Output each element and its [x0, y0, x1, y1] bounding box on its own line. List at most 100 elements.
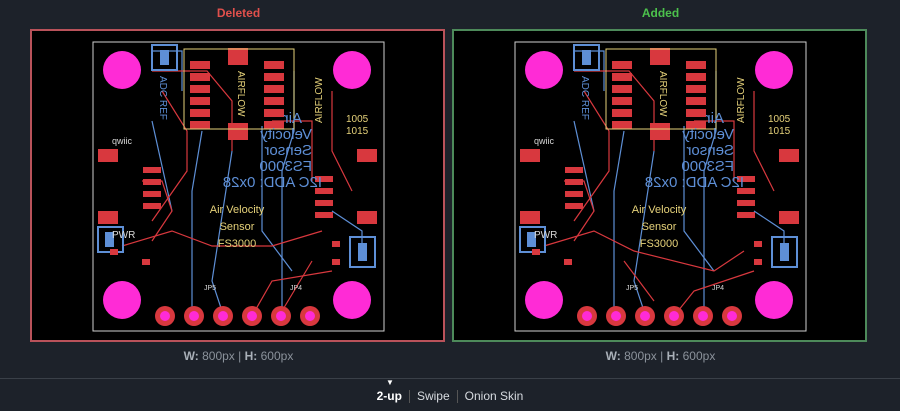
led-pad	[754, 241, 762, 247]
mode-separator	[408, 390, 410, 404]
led-pad	[332, 259, 340, 265]
component-pad	[565, 203, 583, 209]
led-pad	[332, 241, 340, 247]
vertical-label: AIRFLOW	[657, 71, 668, 117]
back-trace	[281, 71, 295, 311]
component-pad	[565, 167, 583, 173]
height-value: 600px	[260, 349, 294, 363]
ic-pad	[612, 85, 632, 93]
smd-pad	[779, 211, 799, 224]
front-trace	[694, 120, 735, 181]
mirrored-text: I2C ADD: 0x28	[223, 174, 322, 191]
header-pin-hole	[582, 311, 592, 321]
jumper-pad	[780, 243, 789, 261]
header-pin-hole	[727, 311, 737, 321]
ic-pad	[612, 73, 632, 81]
led-pad	[564, 259, 572, 265]
mounting-hole-pad	[755, 281, 793, 319]
connector-label: JP5	[626, 285, 638, 292]
added-label: Added	[641, 6, 680, 20]
mirrored-text: Sensor	[264, 142, 312, 159]
mirrored-text: Air	[284, 110, 302, 127]
header-pin-hole	[305, 311, 315, 321]
smd-pad	[228, 48, 248, 65]
mirrored-text: FS3000	[681, 158, 734, 175]
smd-pad	[520, 211, 540, 224]
ic-pad	[612, 61, 632, 69]
ic-pad	[612, 109, 632, 117]
front-trace	[543, 230, 745, 272]
ic-pad	[264, 121, 284, 129]
mounting-hole-pad	[103, 51, 141, 89]
smd-pad	[357, 211, 377, 224]
led-pad	[110, 249, 118, 255]
jumper-pad	[527, 232, 536, 247]
header-pin-hole	[160, 311, 170, 321]
back-trace	[261, 126, 293, 272]
mounting-hole-pad	[333, 51, 371, 89]
silk-title: Sensor	[642, 221, 677, 233]
smd-pad	[98, 211, 118, 224]
silk-number: 1015	[346, 126, 369, 137]
back-trace	[151, 120, 173, 212]
jumper-block	[771, 236, 798, 268]
width-label: W:	[605, 349, 621, 363]
ic-pad	[190, 61, 210, 69]
height-label: H:	[666, 349, 680, 363]
mode-onion-skin[interactable]: Onion Skin	[464, 389, 524, 403]
ic-pad	[264, 61, 284, 69]
connector-label: JP4	[712, 285, 724, 292]
ic-pad	[264, 109, 284, 117]
header-pin-hole	[276, 311, 286, 321]
ic-pad	[190, 73, 210, 81]
component-pad	[315, 176, 333, 182]
connector-label: JP4	[290, 285, 302, 292]
board-outline	[514, 41, 807, 332]
back-trace	[703, 71, 717, 311]
ic-pad	[264, 73, 284, 81]
ic-pad	[686, 61, 706, 69]
back-trace	[211, 150, 233, 312]
connector-label: JP5	[204, 285, 216, 292]
component-pad	[737, 212, 755, 218]
mounting-hole-pad	[525, 51, 563, 89]
component-pad	[143, 191, 161, 197]
ic-outline	[183, 48, 295, 130]
front-trace	[331, 91, 353, 192]
mode-swipe[interactable]: Swipe	[416, 389, 450, 403]
component-pad	[143, 203, 161, 209]
header-pin-hole	[611, 311, 621, 321]
mode-2up[interactable]: 2-up	[376, 389, 402, 403]
back-trace	[633, 150, 655, 312]
smd-pad	[520, 149, 540, 162]
qwiic-label: qwiic	[534, 136, 555, 146]
led-pad	[754, 259, 762, 265]
component-pad	[143, 167, 161, 173]
back-trace	[191, 130, 203, 311]
smd-pad	[650, 48, 670, 65]
silk-title: FS3000	[640, 238, 679, 250]
width-label: W:	[183, 349, 199, 363]
mirrored-text: Air	[706, 110, 724, 127]
jumper-block	[151, 44, 178, 71]
back-trace	[613, 130, 625, 311]
width-value: 800px	[202, 349, 235, 363]
ic-pad	[612, 97, 632, 105]
led-pad	[142, 259, 150, 265]
led-pad	[532, 249, 540, 255]
silk-number: 1005	[346, 114, 369, 125]
mode-divider	[0, 378, 900, 379]
ic-pad	[190, 121, 210, 129]
header-pin-hole	[669, 311, 679, 321]
view-mode-switcher: 2-up Swipe Onion Skin	[0, 389, 900, 404]
mounting-hole-pad	[103, 281, 141, 319]
smd-pad	[228, 123, 248, 140]
mounting-hole-pad	[755, 51, 793, 89]
silk-number: 1015	[768, 126, 791, 137]
vertical-label: ADC REF	[157, 76, 168, 120]
